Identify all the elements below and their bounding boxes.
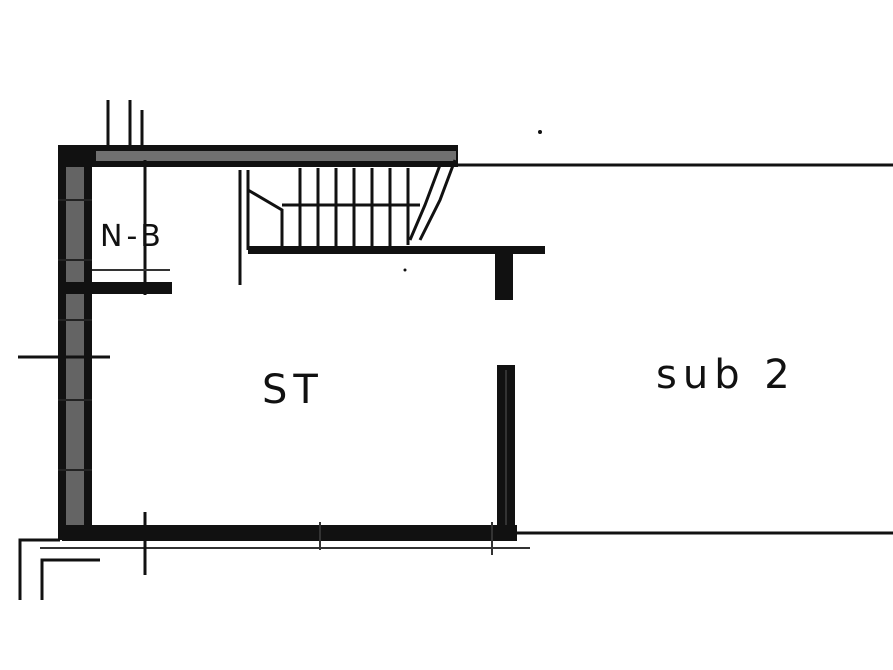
door-jamb-top — [495, 250, 513, 300]
small-room-walls — [62, 160, 172, 295]
bottom-left-external-lines — [18, 538, 100, 600]
top-left-stub — [106, 100, 144, 150]
room-label-main-room: ST — [262, 367, 324, 413]
left-wall — [58, 148, 92, 540]
bottom-wall — [40, 512, 530, 575]
adjacent-unit-boundary — [455, 163, 893, 535]
room-label-adjacent-unit: sub 2 — [656, 352, 796, 398]
staircase — [238, 159, 545, 285]
right-wall — [497, 365, 515, 535]
top-wall — [58, 145, 458, 167]
room-label-small-room: N-B — [100, 219, 165, 254]
stray-mark — [403, 268, 407, 272]
stray-mark — [538, 130, 542, 134]
